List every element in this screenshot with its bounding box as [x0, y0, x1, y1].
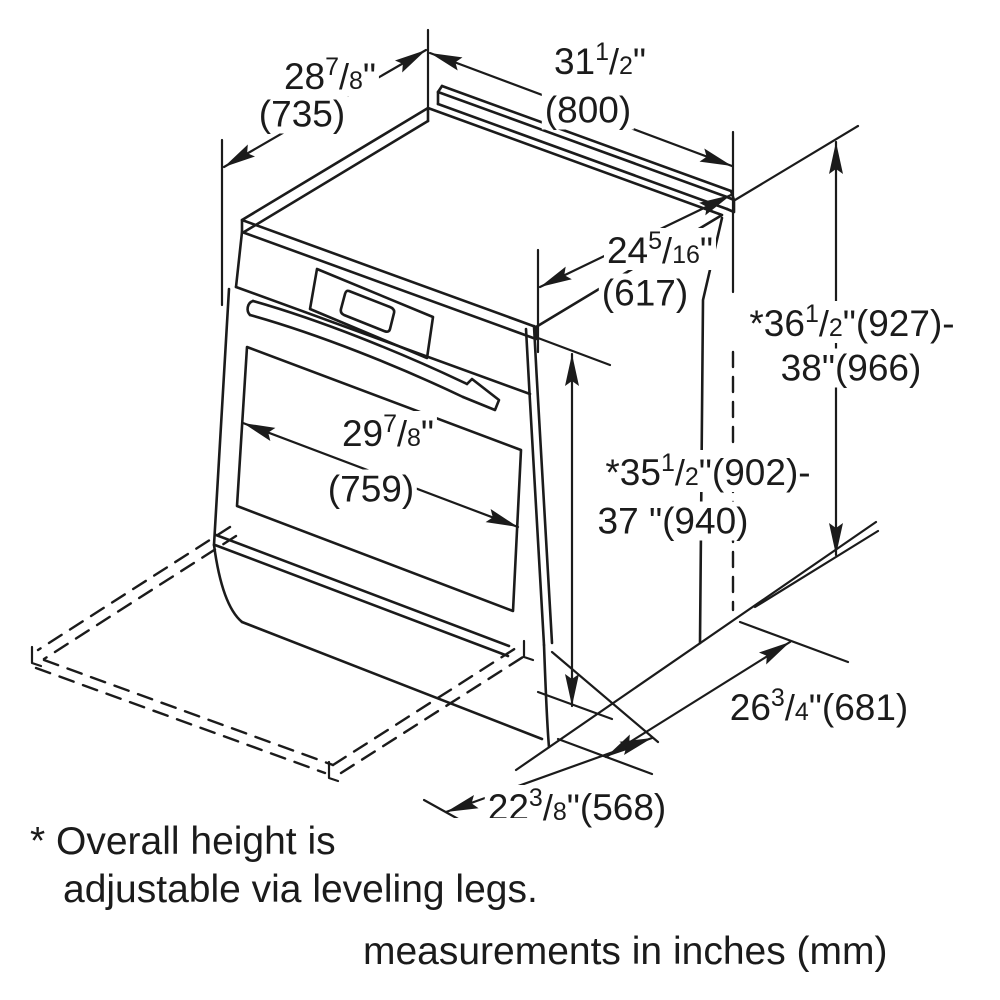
- arrowhead-icon: [565, 674, 579, 706]
- dim-value: 24: [606, 230, 649, 271]
- dim-door-width-line1: 297/8": [338, 410, 438, 454]
- dim-width-line2: (800): [541, 90, 635, 130]
- dim-depth-body-line1: 245/16": [603, 227, 717, 271]
- dim-value: 35: [619, 452, 661, 493]
- arrowhead-icon: [243, 423, 276, 442]
- arrowhead-icon: [699, 195, 731, 216]
- floor-lines: [514, 520, 878, 772]
- fraction-numerator: 1: [804, 300, 819, 328]
- cutout-outline-dashed: [30, 525, 535, 783]
- footnote-line2: adjustable via leveling legs.: [63, 868, 538, 911]
- units-note: measurements in inches (mm): [363, 928, 888, 976]
- arrowhead-icon: [565, 354, 579, 386]
- arrowhead-icon: [485, 508, 518, 527]
- dim-mm-value: "(681): [808, 687, 909, 728]
- dim-depth-overall-line2: (735): [255, 94, 349, 134]
- fraction-denominator: 2: [684, 463, 699, 491]
- arrowhead-icon: [606, 734, 638, 757]
- footnote-line1: * Overall height is: [30, 820, 336, 863]
- dim-depth-body-line2: (617): [598, 273, 692, 313]
- dim-base-depth-label: 263/4"(681): [726, 684, 912, 728]
- asterisk-mark: *: [749, 303, 764, 344]
- arrowhead-icon: [540, 266, 572, 287]
- dim-mm-value: "(927)-: [842, 303, 955, 344]
- dim-value: 29: [341, 413, 384, 454]
- dim-height-counter-line2: 37 "(940): [594, 501, 752, 541]
- fraction-numerator: 1: [595, 38, 609, 66]
- dim-height-overall-line2: 38"(966): [777, 348, 925, 388]
- fraction-denominator: 2: [619, 52, 633, 80]
- arrowhead-icon: [699, 148, 732, 166]
- arrowhead-icon: [829, 142, 843, 174]
- fraction-numerator: 7: [325, 53, 339, 81]
- unit-mark: ": [362, 56, 377, 97]
- dim-value: 36: [763, 303, 805, 344]
- dim-mm-value: "(902)-: [698, 452, 811, 493]
- dim-depth-overall-line1: 287/8": [280, 53, 380, 97]
- arrowhead-icon: [829, 523, 843, 555]
- dim-mm-value: "(568): [566, 787, 667, 828]
- fraction-denominator: 2: [828, 314, 843, 342]
- arrowhead-icon: [619, 738, 652, 756]
- footnote: * Overall height is adjustable via level…: [30, 818, 538, 914]
- arrowhead-icon: [446, 794, 479, 812]
- arrowhead-icon: [394, 50, 426, 73]
- dim-height-counter-line1: *351/2"(902)-: [602, 449, 814, 493]
- unit-mark: ": [632, 41, 647, 82]
- range-body: [212, 84, 736, 749]
- dim-value: 28: [283, 56, 326, 97]
- arrowhead-icon: [758, 642, 790, 665]
- fraction-numerator: 1: [660, 449, 675, 477]
- unit-mark: ": [699, 230, 714, 271]
- fraction-numerator: 3: [770, 684, 785, 712]
- dim-door-width-line2: (759): [324, 469, 418, 509]
- fraction-denominator: 8: [407, 424, 421, 452]
- fraction-numerator: 5: [648, 227, 663, 255]
- arrowhead-icon: [430, 53, 463, 71]
- dim-height-overall-line1: *361/2"(927)-: [746, 300, 958, 344]
- arrowhead-icon: [224, 144, 256, 167]
- fraction-denominator: 8: [349, 67, 363, 95]
- fraction-denominator: 8: [552, 798, 567, 826]
- dim-value: 26: [729, 687, 771, 728]
- unit-mark: ": [420, 413, 435, 454]
- fraction-denominator: 4: [794, 698, 809, 726]
- asterisk-mark: *: [605, 452, 620, 493]
- fraction-numerator: 7: [383, 410, 397, 438]
- fraction-denominator: 16: [672, 241, 700, 269]
- dim-width-line1: 311/2": [550, 38, 650, 82]
- dimension-arrowheads: [224, 50, 843, 812]
- dim-value: 31: [553, 41, 596, 82]
- fraction-numerator: 3: [528, 784, 543, 812]
